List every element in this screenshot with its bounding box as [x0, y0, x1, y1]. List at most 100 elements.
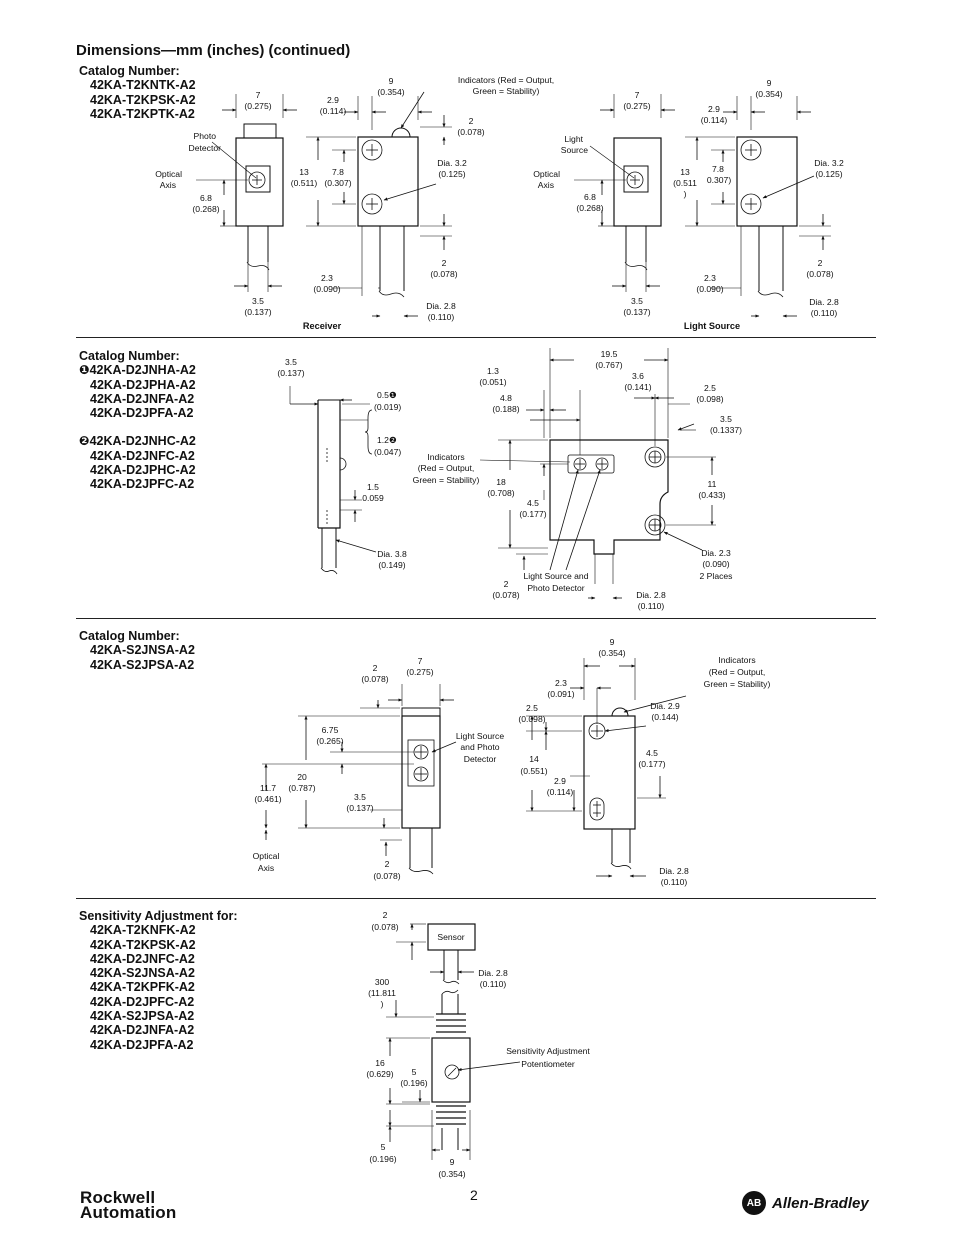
dim-label: (0.354) — [755, 89, 782, 99]
dim-label: (0.125) — [815, 169, 842, 179]
catalog-block-2: Catalog Number: ❶42KA-D2JNHA-A2 42KA-D2J… — [79, 349, 196, 492]
allen-bradley-logo: AB Allen-Bradley — [742, 1191, 869, 1215]
dim-label: Dia. 2.8 — [426, 301, 456, 311]
s2-front-view — [262, 684, 457, 875]
dim-label: 2.9 — [554, 776, 566, 786]
sensitivity-adjustment-drawing — [386, 923, 521, 1160]
catalog-item: 42KA-D2JNFC-A2 — [90, 951, 195, 966]
dim-label: Dia. 3.8 — [377, 549, 407, 559]
catalog-item: 42KA-D2JPHA-A2 — [90, 377, 196, 392]
callout: Axis — [538, 180, 554, 190]
callout: Photo Detector — [527, 583, 584, 593]
indicator-note: (Red = Output, — [709, 667, 766, 677]
dim-label: 7.8 — [712, 164, 724, 174]
dim-label: 4.5 — [527, 498, 539, 508]
dim-label: Dia. 2.8 — [636, 590, 666, 600]
indicator-note: (Red = Output, — [418, 463, 475, 473]
dim-label: (0.433) — [698, 490, 725, 500]
catalog-item: 42KA-D2JNHC-A2 — [89, 434, 196, 449]
dim-label: (0.110) — [661, 877, 688, 887]
callout: Source — [561, 145, 588, 155]
dim-label: 7 — [635, 90, 640, 100]
dim-label: Dia. 2.3 — [701, 548, 731, 558]
catalog-item: 42KA-T2KPSK-A2 — [90, 92, 196, 107]
group-marker-1: ❶ — [79, 363, 90, 378]
dim-label: 2.9 — [327, 95, 339, 105]
dim-label: (0.078) — [806, 269, 833, 279]
s2-side-view — [526, 658, 687, 878]
dim-label: 7 — [256, 90, 261, 100]
callout: Detector — [464, 754, 497, 764]
dim-label: (0.019) — [374, 402, 401, 412]
page-number: 2 — [470, 1187, 478, 1203]
dim-label: 11.7 — [260, 783, 276, 793]
dim-label: Dia. 2.8 — [478, 968, 508, 978]
dim-label: 9 — [450, 1157, 455, 1167]
dim-label: (0.551) — [520, 766, 547, 776]
allen-bradley-wordmark: Allen-Bradley — [772, 1194, 869, 1212]
dim-label: 4.8 — [500, 393, 512, 403]
catalog-item: 42KA-T2KPFK-A2 — [90, 980, 195, 995]
dim-label: 1.5 — [367, 482, 379, 492]
dim-label: (0.144) — [651, 712, 678, 722]
dim-label: 9 — [389, 76, 394, 86]
callout: Light — [564, 134, 583, 144]
dim-label: 2 — [373, 663, 378, 673]
dim-label: (0.177) — [519, 509, 546, 519]
dim-label: 13 — [680, 167, 690, 177]
catalog-block-3: Catalog Number: 42KA-S2JNSA-A2 42KA-S2JP… — [79, 629, 195, 672]
dim-label: (0.307) — [324, 178, 351, 188]
dim-label: 6.8 — [200, 193, 212, 203]
catalog-heading: Sensitivity Adjustment for: — [79, 909, 238, 923]
catalog-item: 42KA-S2JPSA-A2 — [90, 657, 195, 672]
indicator-note: Green = Stability) — [473, 86, 540, 96]
dim-label: (0.078) — [492, 590, 519, 600]
callout: Sensitivity Adjustment — [506, 1046, 590, 1056]
dim-label: 2 — [469, 116, 474, 126]
dim-label: 2 — [383, 910, 388, 920]
dim-label: 5 — [381, 1142, 386, 1152]
dim-label: (0.196) — [400, 1078, 427, 1088]
dim-label: 2.3 — [321, 273, 333, 283]
callout: Detector — [189, 143, 222, 153]
dim-label: 3.5 — [285, 357, 297, 367]
catalog-block-4: Sensitivity Adjustment for: 42KA-T2KNFK-… — [79, 909, 238, 1052]
catalog-item: 42KA-S2JNSA-A2 — [90, 966, 195, 981]
light-source-front-view — [574, 94, 675, 292]
dim-label: (0.114) — [701, 115, 728, 125]
callout: Optical — [533, 169, 560, 179]
dim-label: 13 — [299, 167, 309, 177]
dim-label: (0.125) — [438, 169, 465, 179]
dim-label: (0.098) — [518, 714, 545, 724]
dimension-labels: 7 (0.275) 9 (0.354) 2.9 (0.114) Indicato… — [155, 75, 844, 1179]
dim-label: (0.149) — [378, 560, 405, 570]
dim-label: 19.5 — [601, 349, 618, 359]
catalog-item: 42KA-T2KNTK-A2 — [90, 78, 196, 93]
dim-label: (0.114) — [320, 106, 347, 116]
dim-label: 2.9 — [708, 104, 720, 114]
dim-label: (0.078) — [373, 871, 400, 881]
ab-seal-icon: AB — [742, 1191, 766, 1215]
dim-label: (0.275) — [406, 667, 433, 677]
dim-label: Dia. 3.2 — [814, 158, 844, 168]
dim-label: Dia. 2.9 — [650, 701, 680, 711]
dim-label: 18 — [496, 477, 506, 487]
dim-label: 6.75 — [322, 725, 339, 735]
dim-label: Dia. 2.8 — [809, 297, 839, 307]
light-source-side-view — [685, 96, 831, 318]
dim-label: 3.5 — [720, 414, 732, 424]
callout: Optical — [253, 851, 280, 861]
dim-label: 5 — [412, 1067, 417, 1077]
catalog-item: 42KA-D2JNFC-A2 — [90, 448, 195, 463]
dim-label: (0.1337) — [710, 425, 742, 435]
callout: Light Source and — [524, 571, 589, 581]
indicator-note: Indicators — [718, 655, 755, 665]
dim-label: 2 — [442, 258, 447, 268]
dim-label: (0.354) — [438, 1169, 465, 1179]
page-title: Dimensions—mm (inches) (continued) — [76, 42, 351, 59]
dim-label: 3.6 — [632, 371, 644, 381]
dim-label: ) — [684, 189, 687, 199]
dim-label: (0.090) — [696, 284, 723, 294]
sensor-label: Sensor — [437, 932, 464, 942]
dim-label: (0.091) — [547, 689, 574, 699]
